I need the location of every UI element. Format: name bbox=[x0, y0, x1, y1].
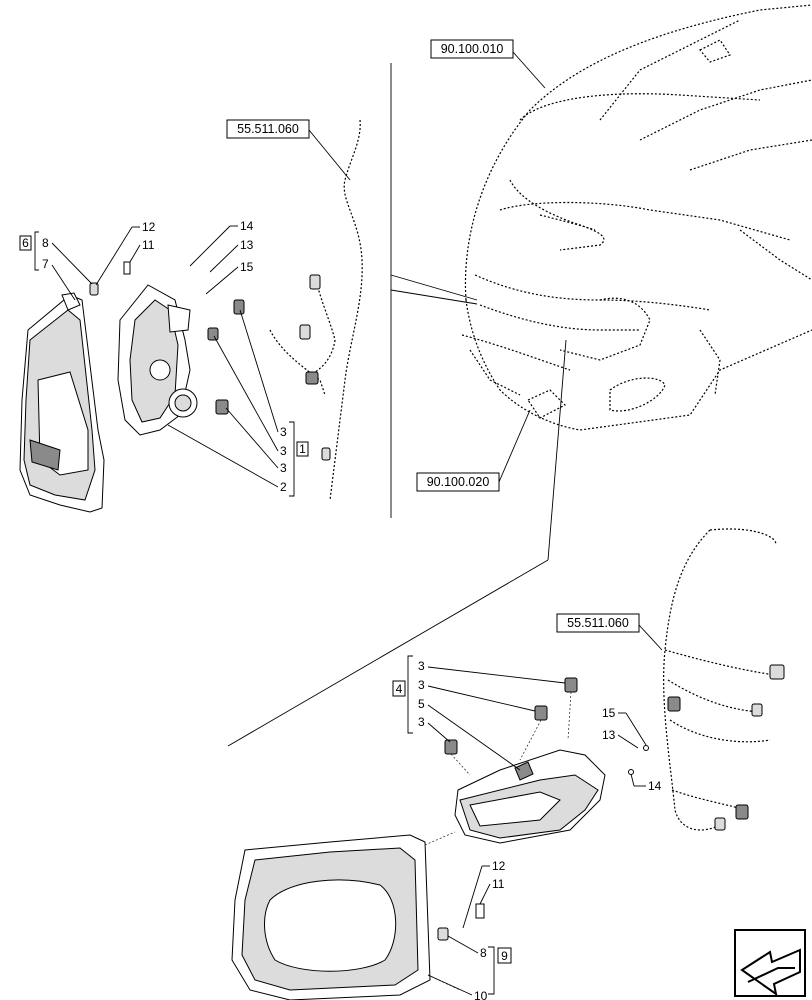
left-lamp-housing bbox=[19, 292, 105, 513]
bulb-connector-icon bbox=[233, 299, 245, 315]
callout-12: 12 bbox=[142, 220, 156, 234]
callout-group-4: 4 bbox=[396, 682, 403, 696]
group-box bbox=[19, 235, 32, 251]
callout-14: 14 bbox=[648, 779, 662, 793]
left-lamp-reflector bbox=[117, 284, 198, 436]
left-bulbs bbox=[89, 261, 245, 415]
callout-13: 13 bbox=[602, 728, 616, 742]
callout-2: 2 bbox=[280, 480, 287, 494]
ref-label: 55.511.060 bbox=[237, 122, 299, 136]
callout-10: 10 bbox=[474, 989, 488, 1000]
connector-icon bbox=[735, 804, 749, 820]
connector-icon bbox=[667, 696, 681, 712]
callout-group-9: 9 bbox=[501, 949, 508, 963]
callout-11: 11 bbox=[142, 238, 155, 252]
group-box bbox=[296, 441, 309, 457]
bulb-connector-icon bbox=[564, 677, 578, 693]
connector-icon bbox=[714, 817, 726, 831]
screw-icon bbox=[628, 769, 634, 775]
callout-group-6: 6 bbox=[22, 236, 29, 250]
screw-icon bbox=[643, 745, 649, 751]
left-harness bbox=[269, 119, 363, 501]
callout-7: 7 bbox=[42, 257, 49, 271]
bulb-connector-icon bbox=[215, 399, 229, 415]
right-lamp-housing bbox=[231, 831, 461, 1000]
bolt-icon bbox=[475, 903, 485, 919]
bulb-connector-icon bbox=[444, 739, 458, 755]
ref-box-harness-right[interactable]: 55.511.060 bbox=[556, 613, 663, 651]
bulb-connector-icon bbox=[207, 327, 219, 341]
ref-box-harness-left[interactable]: 55.511.060 bbox=[226, 119, 351, 181]
right-lamp-bulbs bbox=[444, 677, 578, 776]
callout-3: 3 bbox=[418, 715, 425, 729]
divider-lines bbox=[227, 63, 567, 747]
callout-11: 11 bbox=[492, 877, 505, 891]
callout-3: 3 bbox=[418, 678, 425, 692]
connector-icon bbox=[299, 324, 311, 340]
nut-icon bbox=[89, 282, 99, 296]
left-callouts: 6 8 7 12 11 14 13 15 3 3 3 2 1 bbox=[19, 219, 309, 497]
connector-icon bbox=[321, 447, 331, 461]
hood-illustration bbox=[461, 4, 812, 431]
callout-group-1: 1 bbox=[299, 442, 306, 456]
right-callouts: 4 3 3 5 3 15 13 14 12 11 8 10 9 bbox=[392, 655, 662, 1000]
connector-icon bbox=[769, 664, 785, 680]
callout-3: 3 bbox=[280, 444, 287, 458]
callout-3: 3 bbox=[280, 461, 287, 475]
return-arrow-icon[interactable] bbox=[734, 929, 806, 997]
callout-8: 8 bbox=[480, 946, 487, 960]
right-harness bbox=[663, 528, 785, 831]
connector-icon bbox=[751, 703, 763, 717]
connector-icon bbox=[305, 371, 319, 385]
group-box bbox=[497, 947, 512, 964]
ref-box-hood-top[interactable]: 90.100.010 bbox=[430, 39, 546, 89]
connector-icon bbox=[309, 274, 321, 290]
ref-box-hood-front[interactable]: 90.100.020 bbox=[416, 409, 531, 492]
bulb-connector-icon bbox=[534, 705, 548, 721]
callout-8: 8 bbox=[42, 236, 49, 250]
callout-3: 3 bbox=[280, 425, 287, 439]
ref-label: 55.511.060 bbox=[567, 616, 629, 630]
callout-15: 15 bbox=[602, 706, 616, 720]
callout-5: 5 bbox=[418, 697, 425, 711]
callout-15: 15 bbox=[240, 260, 254, 274]
nut-icon bbox=[437, 927, 449, 941]
callout-12: 12 bbox=[492, 859, 506, 873]
right-lamp-body bbox=[454, 749, 606, 844]
callout-14: 14 bbox=[240, 219, 254, 233]
callout-13: 13 bbox=[240, 238, 254, 252]
callout-3: 3 bbox=[418, 659, 425, 673]
group-box bbox=[392, 680, 406, 697]
bolt-icon bbox=[123, 261, 131, 275]
ref-label: 90.100.020 bbox=[427, 475, 490, 489]
ref-label: 90.100.010 bbox=[441, 42, 504, 56]
